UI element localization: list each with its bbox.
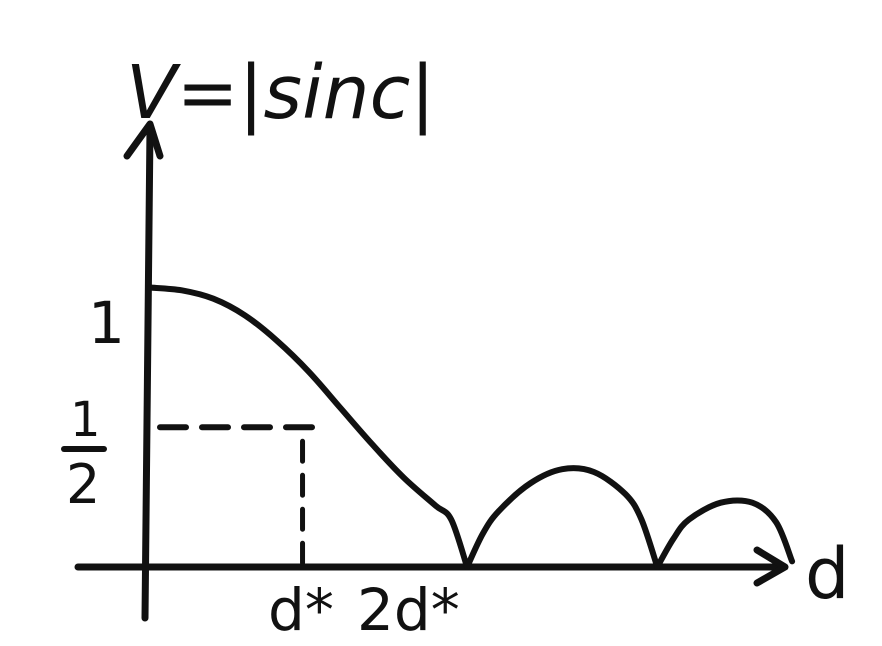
x-axis-arrowhead: [753, 546, 789, 587]
x-tick-label-d-star: d*: [268, 576, 334, 644]
y-tick-half-denominator: 2: [66, 453, 100, 516]
x-axis-label: d: [805, 533, 849, 615]
x-tick-label-2d-star: 2d*: [357, 576, 460, 644]
y-tick-label-one: 1: [88, 289, 125, 357]
y-axis-label: V=|sinc|: [126, 50, 435, 136]
y-tick-half-numerator: 1: [70, 392, 101, 448]
curve-side-lobe-1: [464, 465, 661, 570]
y-axis-line: [141, 124, 154, 622]
y-tick-label-half: 1 2: [61, 392, 107, 516]
curve-main-lobe: [147, 284, 471, 570]
y-axis-arrowhead: [123, 120, 164, 160]
curve-side-lobe-2: [654, 497, 796, 570]
